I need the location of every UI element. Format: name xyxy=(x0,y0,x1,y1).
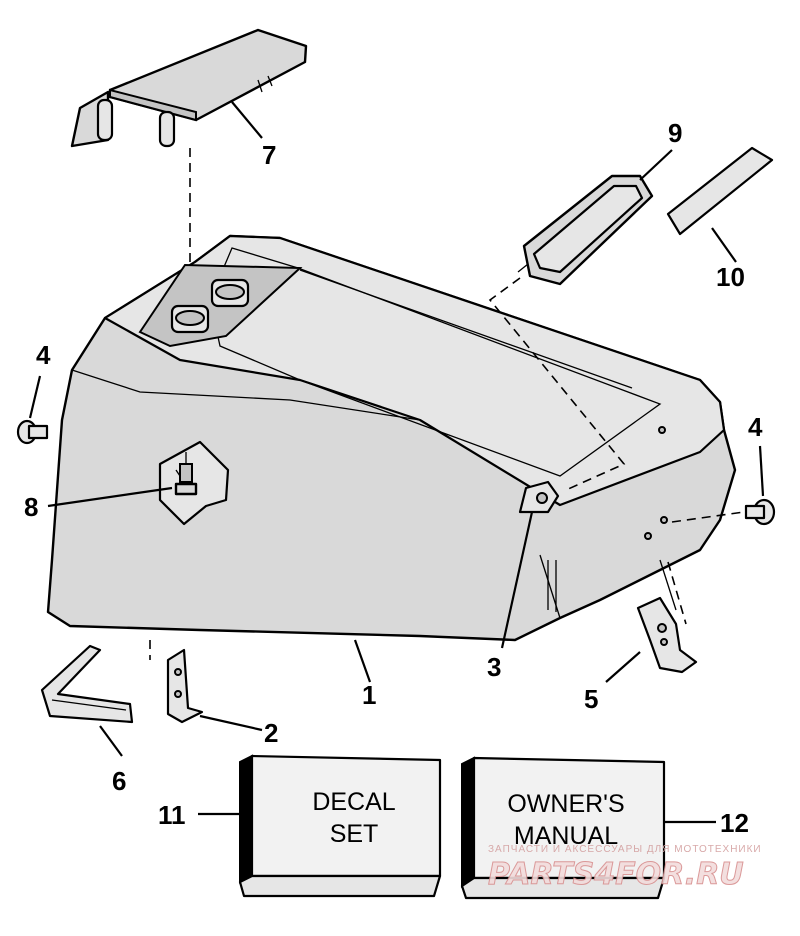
callout-6: 6 xyxy=(112,766,126,796)
watermark: ЗАПЧАСТИ И АКСЕССУАРЫ ДЛЯ МОТОТЕХНИКИ PA… xyxy=(488,844,762,893)
callout-3: 3 xyxy=(487,652,501,682)
part-5-latch-bracket xyxy=(636,596,698,674)
watermark-tagline: ЗАПЧАСТИ И АКСЕССУАРЫ ДЛЯ МОТОТЕХНИКИ xyxy=(488,844,762,855)
decal-box-line1: DECAL xyxy=(312,788,395,816)
callout-4-left: 4 xyxy=(36,340,51,370)
callout-12: 12 xyxy=(720,808,749,838)
manual-box-line1: OWNER'S xyxy=(507,790,624,818)
part-6-trim-seal xyxy=(40,644,134,724)
callout-11: 11 xyxy=(158,800,186,830)
part-8-plate-screw xyxy=(158,440,230,526)
callout-10: 10 xyxy=(716,262,745,292)
part-2-l-bracket xyxy=(166,648,204,724)
callout-2: 2 xyxy=(264,718,278,748)
part-10-decal-strip xyxy=(666,146,774,236)
callout-5: 5 xyxy=(584,684,598,714)
part-4-left-pin xyxy=(16,419,49,445)
watermark-logo: PARTS4FOR.RU xyxy=(488,857,744,892)
callout-8: 8 xyxy=(24,492,38,522)
manual-box-line2: MANUAL xyxy=(514,822,618,850)
part-7-access-cover xyxy=(70,28,308,148)
callout-4-right: 4 xyxy=(748,412,763,442)
callout-9: 9 xyxy=(668,118,682,148)
callout-7: 7 xyxy=(262,140,276,170)
part-3-bracket xyxy=(518,480,560,514)
decal-box-line2: SET xyxy=(330,820,379,848)
part-9-emblem-frame xyxy=(517,174,654,286)
part-1-engine-cover xyxy=(46,234,737,642)
part-11-decal-set-box: DECAL SET xyxy=(238,754,442,898)
part-4-right-pin xyxy=(744,498,776,526)
part-12-owners-manual-box: OWNER'S MANUAL xyxy=(460,756,666,900)
callout-1: 1 xyxy=(362,680,376,710)
